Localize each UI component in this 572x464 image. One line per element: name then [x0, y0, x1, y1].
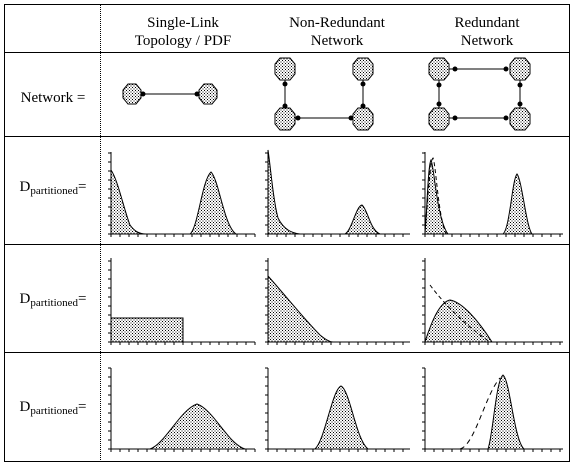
plot-r2c1	[110, 152, 255, 235]
network-node	[274, 107, 296, 131]
header-redundant-line1: Redundant	[454, 15, 520, 31]
network-node	[428, 107, 450, 131]
pdf-curve	[188, 171, 238, 235]
col-sep	[100, 4, 101, 462]
link-endpoint	[517, 82, 523, 88]
network-node	[198, 83, 218, 105]
row-sep-1	[4, 52, 570, 53]
plot-r3c2	[267, 258, 410, 343]
plot-r4c2	[267, 368, 410, 450]
network-node	[509, 107, 531, 131]
pdf-dashed-curve	[459, 377, 501, 450]
link-endpoint	[452, 66, 458, 72]
header-single-link-line2: Topology / PDF	[134, 33, 232, 49]
pdf-curve	[424, 159, 450, 235]
link-endpoint	[295, 115, 301, 121]
link-endpoint	[517, 101, 523, 107]
link-endpoint	[503, 115, 509, 121]
link-endpoint	[194, 91, 200, 97]
plot-r4c1	[110, 368, 255, 450]
d-sub-2: partitioned	[30, 297, 79, 309]
network-node	[122, 83, 142, 105]
network-node	[509, 57, 531, 81]
d-main-1: D	[19, 179, 31, 195]
header-redundant: Redundant Network	[412, 14, 562, 50]
header-redundant-line2: Network	[460, 33, 514, 49]
pdf-curve	[110, 168, 147, 235]
border-top	[4, 4, 570, 5]
row-label-network: Network =	[20, 90, 86, 106]
d-eq-2: =	[78, 291, 87, 307]
pdf-curve	[501, 173, 533, 235]
link-endpoint	[140, 91, 146, 97]
row-sep-2	[4, 136, 570, 137]
d-eq-1: =	[78, 179, 87, 195]
row-label-d-partitioned-2: Dpartitioned=	[6, 290, 100, 312]
plot-r2c2	[267, 149, 410, 235]
pdf-dashed-curve	[424, 157, 447, 235]
pdf-dashed-curve	[429, 284, 491, 343]
link-endpoint	[436, 82, 442, 88]
link-endpoint	[282, 81, 288, 87]
d-eq-3: =	[78, 399, 87, 415]
border-left	[4, 4, 5, 462]
plot-r3c3	[424, 258, 563, 343]
row-label-d-partitioned-1: Dpartitioned=	[6, 178, 100, 200]
pdf-curve	[149, 403, 246, 450]
row-sep-3	[4, 244, 570, 245]
header-non-redundant: Non-Redundant Network	[262, 14, 412, 50]
d-sub-1: partitioned	[30, 185, 79, 197]
network-node	[352, 57, 374, 81]
pdf-curve	[267, 274, 334, 343]
header-single-link-line1: Single-Link	[147, 15, 219, 31]
link-endpoint	[503, 66, 509, 72]
border-bottom	[4, 461, 570, 462]
link-endpoint	[436, 101, 442, 107]
axis-ticks	[108, 152, 561, 452]
d-sub-3: partitioned	[30, 405, 79, 417]
d-main-2: D	[19, 291, 31, 307]
redundant-topology	[428, 57, 531, 131]
uniform-pdf	[110, 317, 184, 343]
network-node	[274, 57, 296, 81]
pdf-curve	[343, 204, 381, 235]
link-endpoint	[360, 103, 366, 109]
link-endpoint	[282, 103, 288, 109]
pdf-curve	[313, 385, 370, 450]
network-node	[352, 107, 374, 131]
non-redundant-topology	[274, 57, 374, 131]
link-endpoint	[452, 115, 458, 121]
d-main-3: D	[19, 399, 31, 415]
link-endpoint	[348, 115, 354, 121]
header-non-redundant-line1: Non-Redundant	[289, 15, 385, 31]
link-endpoint	[360, 81, 366, 87]
border-right	[569, 4, 570, 462]
header-single-link: Single-Link Topology / PDF	[108, 14, 258, 50]
row-sep-4	[4, 352, 570, 353]
pdf-curve	[487, 374, 526, 450]
plot-r4c3	[424, 368, 563, 450]
network-node	[428, 57, 450, 81]
row-label-d-partitioned-3: Dpartitioned=	[6, 398, 100, 420]
single-link-topology	[122, 83, 218, 105]
header-non-redundant-line2: Network	[310, 33, 364, 49]
plot-r3c1	[110, 258, 255, 343]
plot-r2c3	[424, 152, 563, 235]
pdf-curve	[267, 149, 301, 235]
